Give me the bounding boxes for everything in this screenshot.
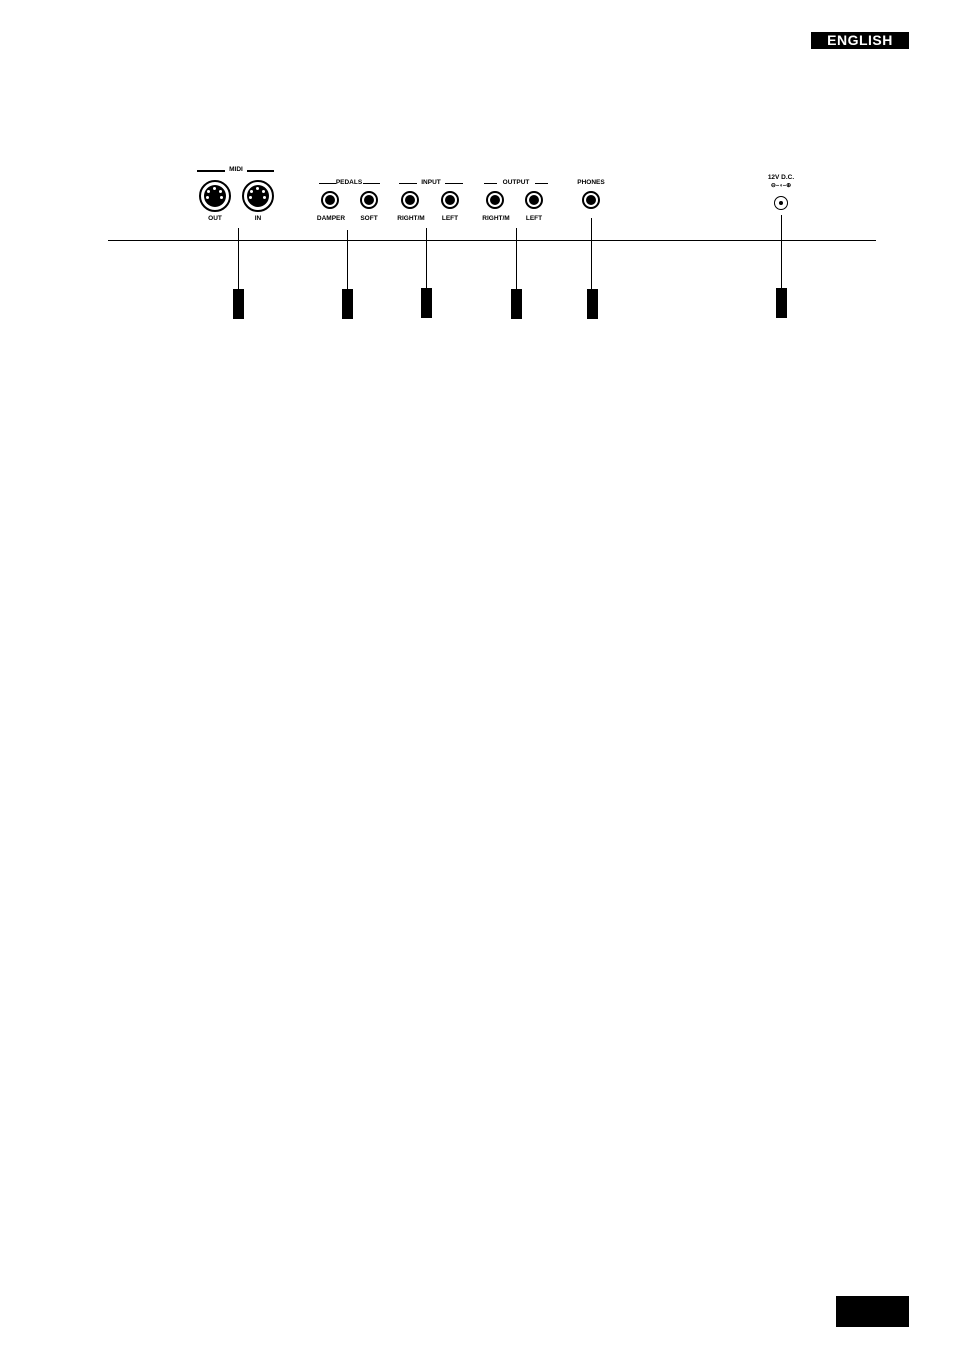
input-group-line-left [399,183,417,184]
phones-jack [582,191,600,209]
callout-marker-output [511,289,522,319]
midi-in-label: IN [254,215,262,222]
input-left-jack [441,191,459,209]
output-leader [516,228,517,290]
callout-marker-input [421,288,432,318]
output-left-jack [525,191,543,209]
pedals-group-label: PEDALS [335,179,363,186]
output-group-line-left [484,183,497,184]
output-group-line-right [535,183,548,184]
input-right-jack [401,191,419,209]
power-leader [781,215,782,289]
soft-jack [360,191,378,209]
input-right-label: RIGHT/M [397,215,425,222]
midi-group-label: MIDI [229,166,243,173]
callout-marker-pedals [342,289,353,319]
callout-marker-phones [587,289,598,319]
output-group-label: OUTPUT [502,179,530,186]
phones-leader [591,218,592,290]
rear-panel-diagram: MIDI OUT IN PEDALS DAMPER SOFT INPUT RIG… [0,0,954,340]
damper-jack [321,191,339,209]
output-left-label: LEFT [525,215,543,222]
callout-marker-midi [233,289,244,319]
midi-in-port [242,180,274,212]
damper-label: DAMPER [316,215,346,222]
midi-out-port [199,180,231,212]
language-badge: ENGLISH [811,32,909,49]
input-leader [426,228,427,289]
input-group-line-right [445,183,463,184]
phones-label: PHONES [577,179,605,186]
output-right-jack [486,191,504,209]
pedals-group-line-left [319,183,336,184]
input-group-label: INPUT [421,179,441,186]
dc-polarity-icon: ⊖–◖–⊕ [770,183,792,189]
midi-group-line-right [247,170,274,172]
input-left-label: LEFT [441,215,459,222]
pedals-leader [347,230,348,290]
power-label: 12V D.C. [767,174,795,181]
midi-out-label: OUT [208,215,222,222]
page-number-box [836,1296,909,1327]
output-right-label: RIGHT/M [482,215,510,222]
midi-leader [238,228,239,290]
dc-power-jack [774,196,788,210]
callout-marker-power [776,288,787,318]
panel-baseline [108,240,876,241]
midi-group-line-left [197,170,225,172]
soft-label: SOFT [360,215,378,222]
pedals-group-line-right [363,183,380,184]
